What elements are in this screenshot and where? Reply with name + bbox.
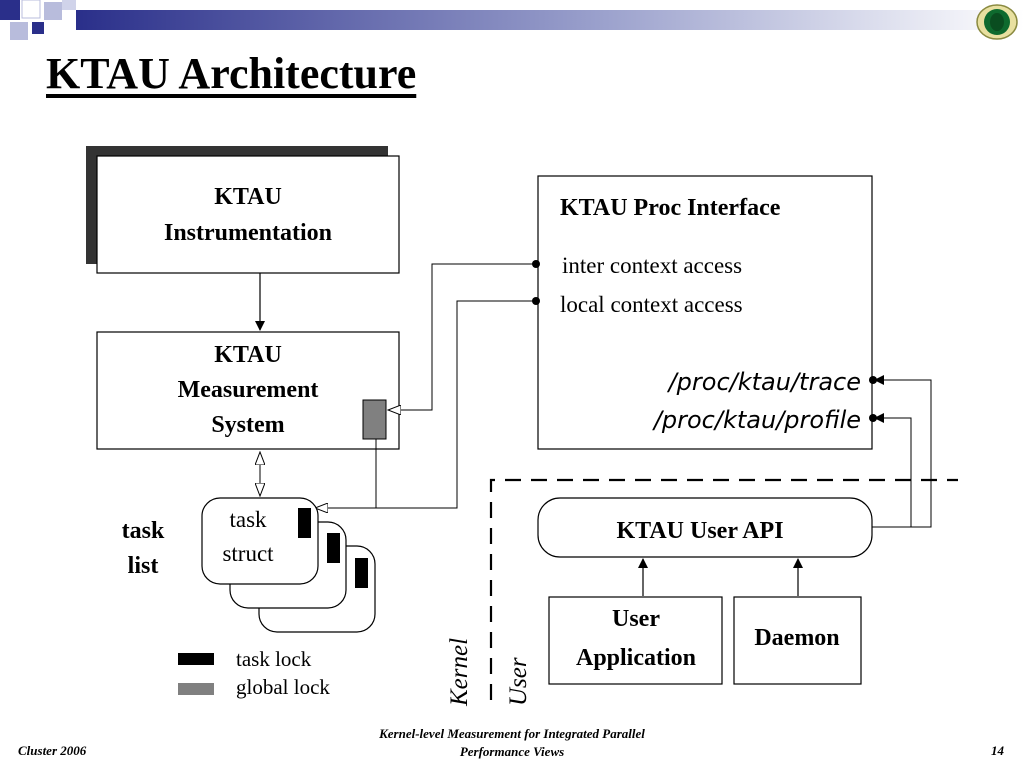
task-struct-stack: task struct <box>201 497 376 633</box>
measurement-line1: KTAU <box>214 342 282 368</box>
measurement-box: KTAU Measurement System <box>96 331 400 450</box>
user-label: User <box>505 657 532 706</box>
legend-task-lock-label: task lock <box>236 647 312 671</box>
connector-api-trace <box>872 375 932 528</box>
legend-global-lock-swatch <box>178 683 214 695</box>
user-api-label: KTAU User API <box>616 518 783 544</box>
task-list-line2: list <box>128 553 159 579</box>
connector-local-context <box>315 301 536 508</box>
instrumentation-line1: KTAU <box>214 184 282 210</box>
daemon-box: Daemon <box>733 596 862 685</box>
global-lock-block <box>362 399 387 440</box>
task-lock-1 <box>298 508 311 538</box>
task-struct-line2: struct <box>222 541 274 566</box>
daemon-label: Daemon <box>754 625 839 651</box>
university-logo <box>976 4 1018 40</box>
footer-title-line1: Kernel-level Measurement for Integrated … <box>379 726 645 741</box>
task-lock-2 <box>327 533 340 563</box>
task-list-line1: task <box>122 518 165 544</box>
inter-context-label: inter context access <box>562 253 742 278</box>
task-lock-3 <box>355 558 368 588</box>
proc-interface-title: KTAU Proc Interface <box>560 195 781 221</box>
connector-api-profile <box>874 413 912 527</box>
footer-title: Kernel-level Measurement for Integrated … <box>0 725 1024 761</box>
instrumentation-box: KTAU Instrumentation <box>86 146 400 274</box>
user-app-line2: Application <box>576 645 696 671</box>
kernel-user-divider <box>489 478 958 700</box>
local-context-label: local context access <box>560 292 743 317</box>
legend-task-lock-swatch <box>178 653 214 665</box>
instrumentation-line2: Instrumentation <box>164 220 332 246</box>
legend: task lock global lock <box>178 647 330 699</box>
proc-trace-label: /proc/ktau/trace <box>667 368 861 396</box>
footer-conference: Cluster 2006 <box>18 743 87 758</box>
connector-inter-context <box>388 264 536 410</box>
user-api-box: KTAU User API <box>537 497 873 558</box>
header-gradient-bar <box>0 0 1024 40</box>
footer-title-line2: Performance Views <box>459 744 565 759</box>
measurement-line2: Measurement <box>178 377 319 403</box>
proc-profile-label: /proc/ktau/profile <box>652 406 861 434</box>
slide-title: KTAU Architecture <box>46 49 417 98</box>
legend-global-lock-label: global lock <box>236 675 330 699</box>
kernel-label: Kernel <box>446 638 473 707</box>
proc-interface-box: KTAU Proc Interface inter context access… <box>537 175 873 450</box>
user-app-line1: User <box>612 606 660 632</box>
measurement-line3: System <box>211 412 284 438</box>
task-struct-line1: task <box>229 507 267 532</box>
user-application-box: User Application <box>548 596 723 685</box>
page-number: 14 <box>991 743 1004 758</box>
